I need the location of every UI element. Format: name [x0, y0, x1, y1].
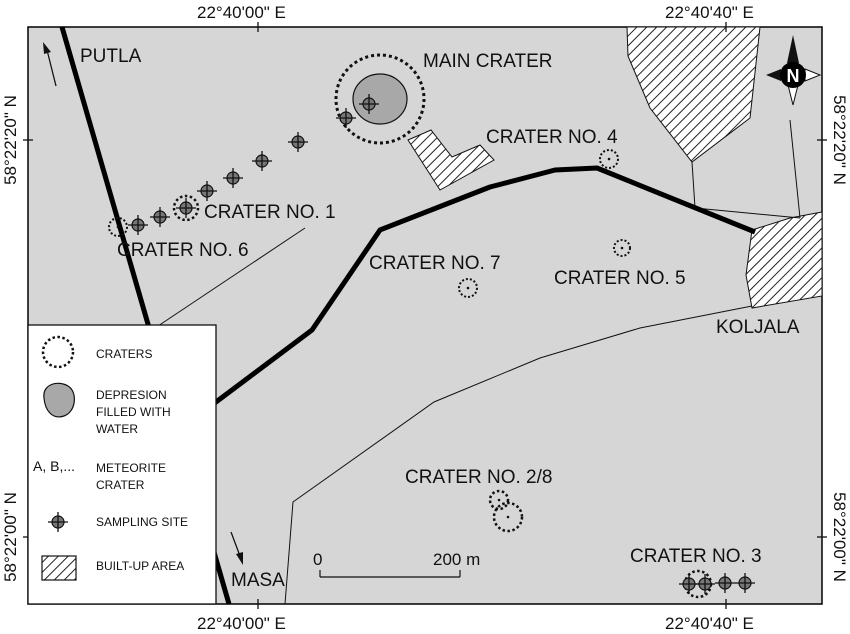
coordinate-ticks	[23, 22, 827, 609]
label-crater-no5: CRATER NO. 5	[554, 268, 686, 289]
thin-lines	[154, 119, 801, 605]
legend-crater-symbol	[41, 335, 75, 369]
coord-right-upper: 58°22'20" N	[830, 95, 849, 185]
legend-depression-1: DEPRESION	[96, 388, 167, 402]
main-crater-ring	[334, 53, 426, 145]
coord-right-lower: 58°22'00" N	[830, 492, 849, 582]
label-crater-no1: CRATER NO. 1	[204, 202, 336, 223]
crater-no4-ring	[599, 149, 619, 169]
legend: CRATERS DEPRESION FILLED WITH WATER A, B…	[27, 324, 217, 605]
main-crater-water	[352, 73, 408, 125]
coord-top-left: 22°40'00" E	[197, 3, 286, 22]
crater-no2-ring	[488, 489, 510, 511]
coord-bottom-left: 22°40'00" E	[197, 614, 286, 633]
direction-arrows	[43, 42, 243, 565]
label-crater-no7: CRATER NO. 7	[369, 253, 501, 274]
legend-depression-2: FILLED WITH	[96, 405, 171, 419]
coord-left-upper: 58°22'20" N	[1, 95, 20, 185]
north-label: N	[787, 66, 800, 86]
label-crater-no3: CRATER NO. 3	[630, 546, 762, 567]
legend-sampling: SAMPLING SITE	[96, 515, 188, 529]
coord-top-right: 22°40'40" E	[665, 3, 754, 22]
scale-end: 200 m	[433, 550, 480, 569]
place-koljala: KOLJALA	[716, 317, 800, 338]
legend-water-symbol	[43, 382, 75, 418]
label-crater-no6: CRATER NO. 6	[117, 240, 249, 261]
legend-builtup-symbol	[41, 555, 77, 581]
legend-builtup: BUILT-UP AREA	[96, 559, 184, 573]
crater-centre-dots	[116, 157, 624, 519]
crater-no8-ring	[492, 501, 524, 533]
north-arrow-icon: N	[766, 35, 822, 106]
crater-no6-ring	[108, 217, 128, 237]
coord-bottom-right: 22°40'40" E	[665, 614, 754, 633]
builtup-area-central	[407, 129, 495, 191]
coord-left-lower: 58°22'00" N	[1, 492, 20, 582]
legend-craters: CRATERS	[96, 347, 152, 361]
legend-depression-3: WATER	[96, 422, 138, 436]
label-main-crater: MAIN CRATER	[423, 51, 552, 72]
place-masa: MASA	[231, 570, 285, 591]
crater-no7-ring	[458, 278, 478, 298]
label-crater-no2-8: CRATER NO. 2/8	[405, 467, 552, 488]
crater-no1-ring	[172, 194, 200, 222]
builtup-area-koljala	[745, 211, 823, 309]
legend-meteorite-2: CRATER	[96, 478, 145, 492]
legend-meteorite-prefix: A, B,...	[33, 458, 75, 474]
label-crater-no4: CRATER NO. 4	[486, 127, 618, 148]
scale-start: 0	[313, 550, 322, 569]
scale-bar	[319, 570, 461, 578]
crater-no5-ring	[613, 239, 631, 257]
place-putla: PUTLA	[80, 46, 142, 67]
legend-meteorite-1: METEORITE	[96, 461, 166, 475]
